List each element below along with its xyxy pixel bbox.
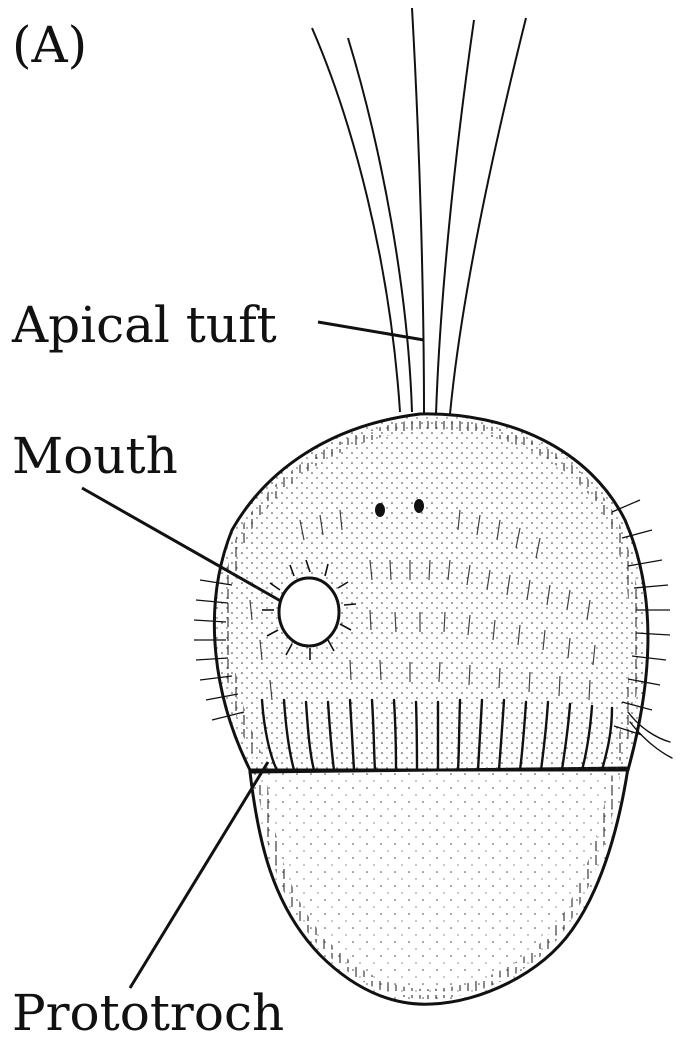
- prototroch-leader: [130, 762, 268, 988]
- mouth-label: Mouth: [12, 427, 178, 485]
- apical-tuft-label: Apical tuft: [11, 296, 277, 354]
- episphere: [214, 414, 648, 770]
- apical-tuft: [312, 8, 526, 414]
- prototroch-label: Prototroch: [12, 984, 284, 1042]
- hyposphere: [250, 768, 628, 1004]
- eyespot-right: [414, 499, 424, 513]
- panel-label: (A): [12, 16, 87, 74]
- eyespot-left: [375, 503, 385, 517]
